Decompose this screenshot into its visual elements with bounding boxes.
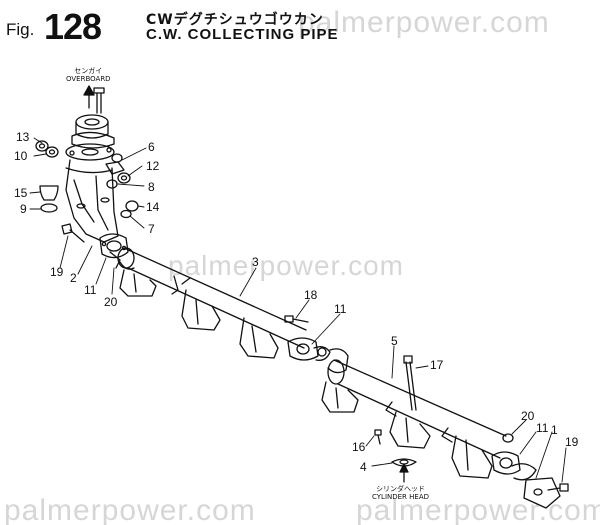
pipe-3 (117, 247, 307, 359)
callout-11-left: 11 (84, 283, 97, 297)
plug-15-9 (39, 185, 59, 213)
cylinder-head-label: シリンダヘッド CYLINDER HEAD (372, 485, 430, 501)
outlet-fitting (65, 114, 115, 161)
overboard-label-en: OVERBOARD (66, 74, 111, 83)
title-english: C.W. COLLECTING PIPE (146, 26, 339, 43)
callout-13: 13 (16, 130, 30, 144)
cylinder-head-arrow (399, 463, 409, 483)
watermark-bottom-right: palmerpower.com (356, 494, 600, 525)
right-flange (491, 451, 561, 509)
top-bolt (93, 87, 105, 114)
callout-12: 12 (146, 159, 160, 173)
callout-7: 7 (148, 222, 155, 236)
cylinder-head-label-en: CYLINDER HEAD (372, 492, 430, 501)
overboard-label-jp: センガイ (74, 67, 103, 75)
bolt-18 (284, 315, 309, 323)
callout-11-mid: 11 (334, 302, 347, 316)
callout-14: 14 (146, 200, 160, 214)
small-parts-right (105, 153, 139, 219)
pipe-5 (321, 359, 507, 479)
callout-10: 10 (14, 149, 28, 163)
callout-20-right: 20 (521, 409, 535, 423)
callout-20-left: 20 (104, 295, 118, 309)
callout-16: 16 (352, 440, 366, 454)
cylinder-head-label-jp: シリンダヘッド (376, 485, 425, 493)
watermark-middle: palmerpower.com (168, 250, 404, 281)
callout-11-right: 11 (536, 421, 549, 435)
watermark-top: palmerpower.com (298, 6, 550, 39)
center-flange (287, 337, 349, 374)
leader-lines (29, 137, 567, 483)
callout-1: 1 (551, 423, 558, 437)
bolt-16 (374, 429, 382, 445)
cap-nut-13-10 (35, 140, 59, 158)
stud-17 (403, 355, 417, 411)
nut-20-right (502, 433, 514, 443)
title-japanese: CWデグチシュウゴウカン (146, 12, 324, 28)
callout-15: 15 (14, 186, 28, 200)
callout-9: 9 (20, 202, 27, 216)
overboard-label: センガイ OVERBOARD (66, 67, 111, 83)
figure-number: 128 (44, 6, 102, 47)
overboard-arrow (83, 85, 95, 109)
bolt-19-left (61, 223, 85, 243)
callout-3: 3 (252, 255, 259, 269)
left-flange (99, 233, 129, 269)
elbow-body (65, 159, 119, 243)
bolt-19-right (547, 483, 569, 492)
callout-19-right: 19 (565, 435, 579, 449)
callout-2: 2 (70, 271, 77, 285)
callout-18: 18 (304, 288, 318, 302)
callout-4: 4 (360, 460, 367, 474)
callout-6: 6 (148, 140, 155, 154)
callout-19-left: 19 (50, 265, 64, 279)
callout-17: 17 (430, 358, 444, 372)
callout-8: 8 (148, 180, 155, 194)
figure-prefix: Fig. (6, 20, 35, 39)
callout-5: 5 (391, 334, 398, 348)
watermark-bottom-left: palmerpower.com (4, 494, 256, 525)
